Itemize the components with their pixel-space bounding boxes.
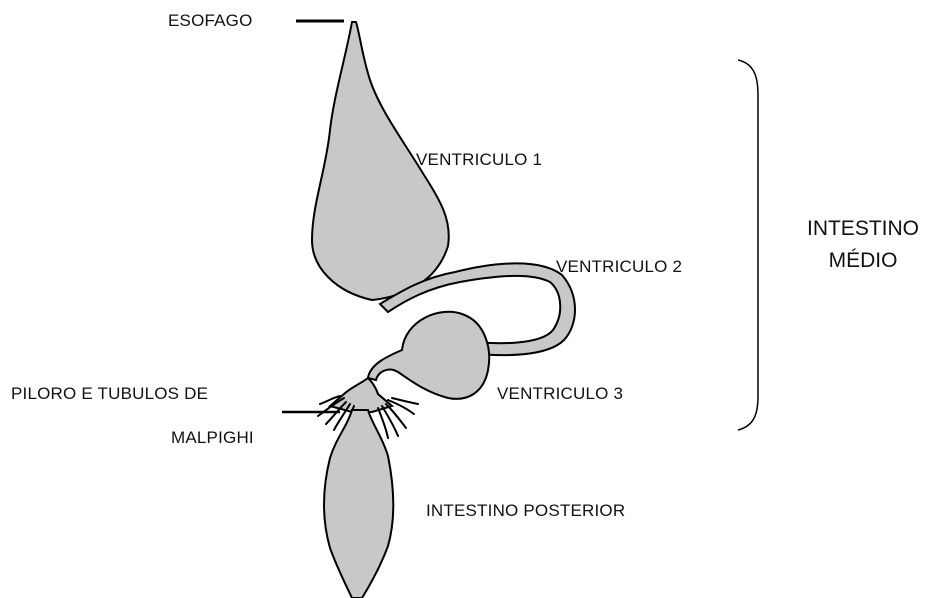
ventriculo-3-shape — [368, 312, 489, 399]
label-ventriculo-3: VENTRICULO 3 — [497, 384, 623, 404]
label-ventriculo-1: VENTRICULO 1 — [416, 150, 542, 170]
label-intestino-medio-line1: INTESTINO — [798, 213, 928, 245]
label-ventriculo-2: VENTRICULO 2 — [556, 257, 682, 277]
intestino-medio-bracket — [738, 60, 758, 430]
label-esofago: ESOFAGO — [168, 11, 253, 31]
label-piloro-line2: MALPIGHI — [171, 428, 254, 448]
label-intestino-medio-line2: MÉDIO — [798, 245, 928, 277]
intestino-posterior-shape — [324, 410, 393, 598]
label-intestino-posterior: INTESTINO POSTERIOR — [426, 501, 625, 521]
label-piloro-line1: PILORO E TUBULOS DE — [11, 384, 208, 404]
label-intestino-medio: INTESTINO MÉDIO — [798, 213, 928, 277]
